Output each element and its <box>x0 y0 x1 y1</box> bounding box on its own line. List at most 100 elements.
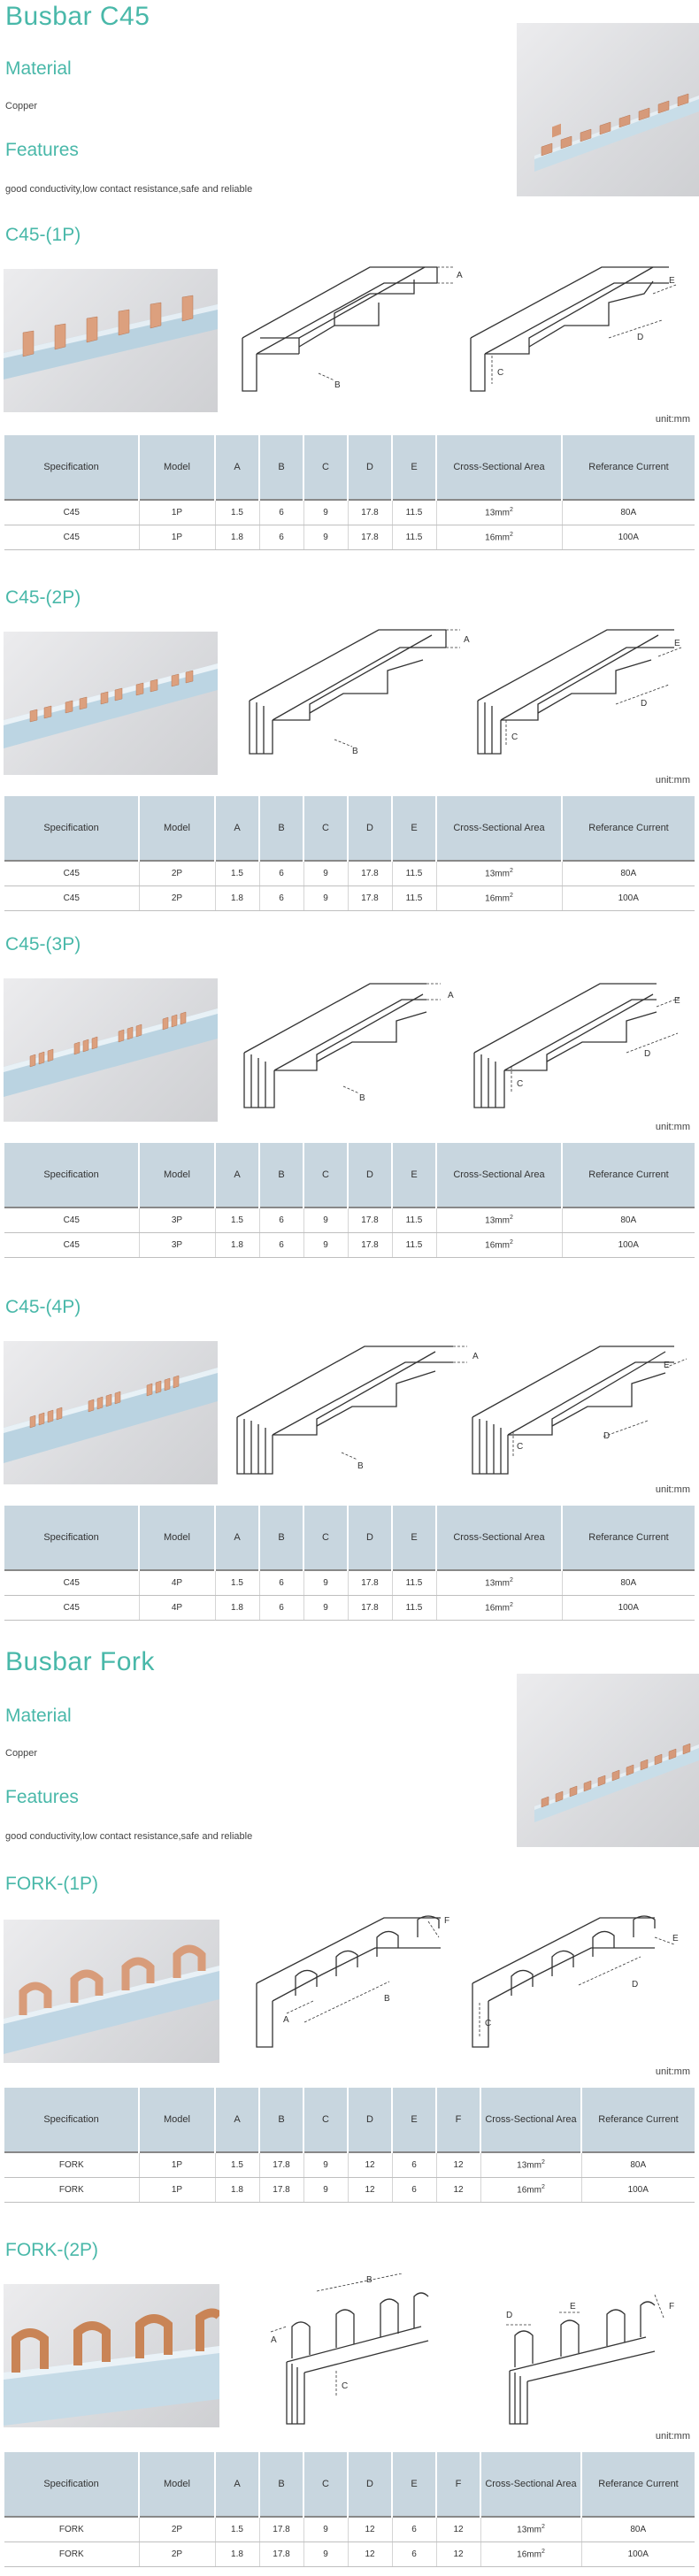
c45-1p-drawing: A B C D E <box>242 266 677 392</box>
header-b: B <box>259 1506 304 1570</box>
header-specification: Specification <box>4 1506 140 1570</box>
table-cell: 9 <box>303 1569 349 1596</box>
table-cell: 9 <box>303 1232 349 1258</box>
table-cell: 9 <box>303 2177 349 2203</box>
table-cell: 100A <box>562 1595 695 1621</box>
table-cell: 1.5 <box>215 860 260 886</box>
header-model: Model <box>139 2452 216 2517</box>
table-cell: 17.8 <box>348 1595 393 1621</box>
c45-features-value: good conductivity,low contact resistance… <box>5 184 253 195</box>
section-title-c45-2p: C45-(2P) <box>5 587 81 608</box>
table-cell: 12 <box>348 2516 393 2542</box>
c45-product-photo <box>517 23 699 196</box>
header-specification: Specification <box>4 435 140 500</box>
table-cell: FORK <box>4 2177 140 2203</box>
table-cell: 1P <box>139 2177 216 2203</box>
header-d: D <box>348 2452 393 2517</box>
table-cell: 1.5 <box>215 1569 260 1596</box>
header-b: B <box>259 2088 304 2152</box>
table-cell: C45 <box>4 886 140 911</box>
table-cell: 80A <box>562 1569 695 1596</box>
header-c: C <box>303 2088 349 2152</box>
header-specification: Specification <box>4 796 140 861</box>
header-f: F <box>436 2452 481 2517</box>
header-a: A <box>215 1143 260 1208</box>
table-cell: 16mm2 <box>436 525 563 550</box>
table-cell: C45 <box>4 1569 140 1596</box>
header-d: D <box>348 1143 393 1208</box>
table-cell: 6 <box>259 1232 304 1258</box>
header-current: Referance Current <box>581 2088 695 2152</box>
table-cell: 11.5 <box>392 525 437 550</box>
table-cell: 17.8 <box>348 525 393 550</box>
header-area: Cross-Sectional Area <box>480 2452 582 2517</box>
table-cell: 11.5 <box>392 1207 437 1233</box>
c45-material-value: Copper <box>5 101 38 111</box>
header-model: Model <box>139 1506 216 1570</box>
header-specification: Specification <box>4 2088 140 2152</box>
table-cell: 1P <box>139 499 216 525</box>
table-cell: 6 <box>392 2151 437 2178</box>
table-cell: 80A <box>562 860 695 886</box>
header-current: Referance Current <box>581 2452 695 2517</box>
header-a: A <box>215 1506 260 1570</box>
table-cell: 2P <box>139 860 216 886</box>
table-cell: 13mm2 <box>436 860 563 886</box>
header-d: D <box>348 1506 393 1570</box>
header-d: D <box>348 435 393 500</box>
table-cell: FORK <box>4 2542 140 2567</box>
header-e: E <box>392 796 437 861</box>
dim-label-d: D <box>641 699 647 709</box>
section-title-fork-1p: FORK-(1P) <box>5 1874 98 1894</box>
dim-label-f: F <box>444 1916 449 1926</box>
table-cell: 4P <box>139 1595 216 1621</box>
header-d: D <box>348 2088 393 2152</box>
dim-label-c: C <box>517 1442 523 1452</box>
c45-features-heading: Features <box>5 140 79 160</box>
table-cell: 80A <box>581 2516 695 2542</box>
table-cell: 100A <box>562 886 695 911</box>
header-e: E <box>392 2452 437 2517</box>
table-cell: 80A <box>581 2151 695 2178</box>
fork-product-photo <box>517 1674 699 1847</box>
table-cell: 6 <box>259 1207 304 1233</box>
table-cell: 17.8 <box>259 2177 304 2203</box>
dim-label-a: A <box>271 2335 277 2345</box>
dim-label-d: D <box>637 333 643 342</box>
header-model: Model <box>139 1143 216 1208</box>
table-cell: 6 <box>259 860 304 886</box>
dim-label-a: A <box>472 1352 479 1361</box>
table-cell: 80A <box>562 499 695 525</box>
c45-title: Busbar C45 <box>5 2 150 31</box>
table-cell: 2P <box>139 2516 216 2542</box>
dim-label-b: B <box>357 1461 364 1471</box>
header-a: A <box>215 435 260 500</box>
dim-label-d: D <box>603 1431 610 1441</box>
table-cell: 13mm2 <box>436 1569 563 1596</box>
unit-label: unit:mm <box>655 2431 690 2442</box>
table-cell: 1.8 <box>215 1232 260 1258</box>
table-cell: C45 <box>4 499 140 525</box>
section-title-c45-3p: C45-(3P) <box>5 934 81 954</box>
table-cell: 1.8 <box>215 1595 260 1621</box>
table-cell: 9 <box>303 2516 349 2542</box>
dim-label-c: C <box>511 732 518 742</box>
table-cell: 16mm2 <box>436 886 563 911</box>
table-cell: 9 <box>303 1207 349 1233</box>
header-model: Model <box>139 796 216 861</box>
table-cell: C45 <box>4 1595 140 1621</box>
table-cell: 9 <box>303 1595 349 1621</box>
table-cell: 1.8 <box>215 886 260 911</box>
table-cell: 17.8 <box>348 499 393 525</box>
c45-4p-drawing: A B C D E <box>236 1346 687 1475</box>
table-cell: 9 <box>303 525 349 550</box>
table-cell: 17.8 <box>348 1569 393 1596</box>
table-cell: 17.8 <box>348 1207 393 1233</box>
header-a: A <box>215 796 260 861</box>
fork-material-heading: Material <box>5 1706 72 1726</box>
